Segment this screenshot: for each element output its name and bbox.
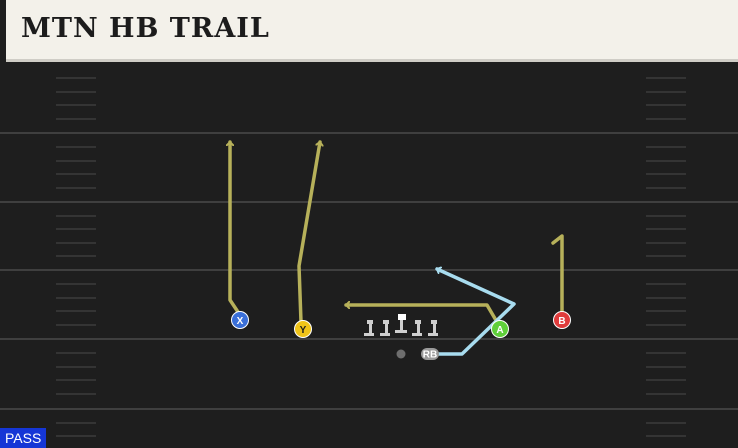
player-a[interactable]: A xyxy=(491,320,509,338)
lineman-rt xyxy=(428,320,438,336)
play-type-badge: PASS xyxy=(0,428,47,448)
lineman-lt xyxy=(364,320,374,336)
route-rb-trail xyxy=(435,269,516,356)
hash-marks-right xyxy=(646,77,686,437)
player-rb-label: RB xyxy=(423,350,437,361)
field-surface xyxy=(0,62,738,448)
player-b[interactable]: B xyxy=(553,311,571,329)
play-header: MTN HB TRAIL xyxy=(0,0,738,62)
lineman-rg xyxy=(412,320,422,336)
player-a-label: A xyxy=(496,325,503,336)
offensive-line xyxy=(364,314,438,336)
route-b-hitch xyxy=(551,234,564,314)
yard-lines xyxy=(0,132,738,410)
lineman-c xyxy=(395,314,407,333)
route-y-seam xyxy=(297,140,320,324)
player-rb[interactable]: RB xyxy=(421,348,439,361)
player-x-label: X xyxy=(237,316,244,327)
quarterback-marker xyxy=(396,349,406,359)
player-x[interactable]: X xyxy=(231,311,249,329)
hash-marks-left xyxy=(56,77,96,437)
route-x-go xyxy=(230,140,240,314)
player-y[interactable]: Y xyxy=(294,320,312,338)
play-title: MTN HB TRAIL xyxy=(21,13,270,44)
player-y-label: Y xyxy=(300,325,307,336)
header-accent xyxy=(0,0,6,62)
lineman-lg xyxy=(380,320,390,336)
route-a-drag xyxy=(344,305,499,324)
player-b-label: B xyxy=(558,316,565,327)
play-diagram-field: RB X Y A B xyxy=(0,62,738,448)
